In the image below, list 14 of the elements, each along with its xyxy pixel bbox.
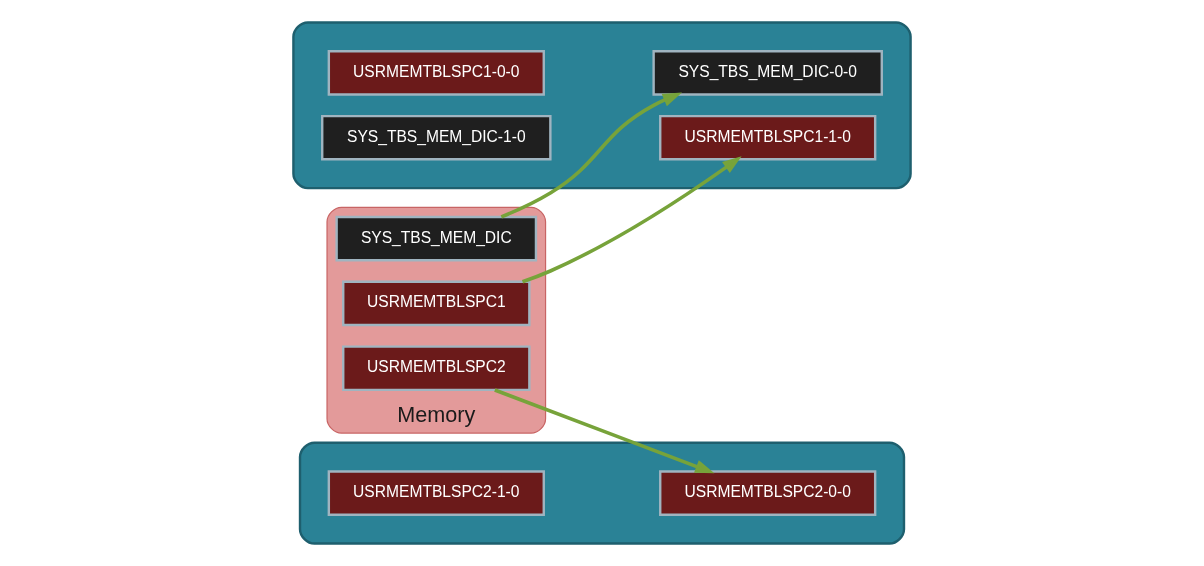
arrow [521,156,742,284]
cluster [298,441,906,545]
node-box: USRMEMTBLSPC2-1-0 [327,470,545,516]
node-box: SYS_TBS_MEM_DIC [335,215,538,262]
node-box: USRMEMTBLSPC2-0-0 [659,470,877,516]
node-box: USRMEMTBLSPC2 [342,345,531,392]
node-box: USRMEMTBLSPC1-1-0 [659,114,877,161]
arrow [494,388,715,474]
cluster [292,21,912,190]
node-box: SYS_TBS_MEM_DIC-1-0 [321,114,552,161]
node-box: SYS_TBS_MEM_DIC-0-0 [652,50,883,96]
node-box: USRMEMTBLSPC1-0-0 [327,50,545,96]
node-box: USRMEMTBLSPC1 [342,280,531,327]
arrow [500,92,683,219]
